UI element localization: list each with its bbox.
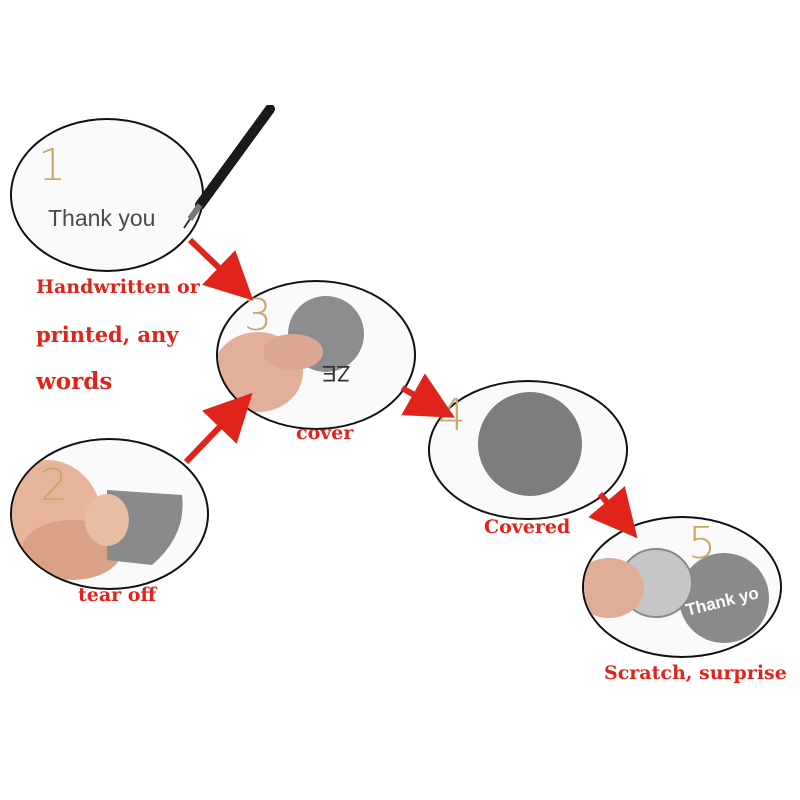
arrow-2-to-3 — [183, 392, 253, 465]
pen-icon — [183, 105, 275, 229]
step-5-number: 5 — [688, 518, 716, 569]
step-2-number: 2 — [40, 460, 68, 511]
step-2-circle — [10, 438, 209, 590]
step-1-thank-you-text: Thank you — [48, 205, 156, 231]
step-5-coin-and-scratch — [584, 548, 769, 643]
step-1-circle — [10, 118, 204, 272]
step-1-caption-line-2: printed, any — [36, 322, 179, 347]
step-1-caption-line-1: Handwritten or — [36, 276, 200, 298]
step-3-circle — [216, 280, 416, 430]
step-3-caption: cover — [296, 422, 354, 444]
step-2-caption: tear off — [78, 584, 157, 606]
step-1-number: 1 — [38, 140, 66, 191]
background-floor — [0, 680, 800, 800]
arrow-1-to-3 — [187, 237, 254, 301]
step-5-caption: Scratch, surprise — [604, 662, 787, 684]
arrow-3-to-4 — [400, 373, 455, 418]
arrow-4-to-5 — [588, 486, 638, 539]
step-4-caption: Covered — [484, 516, 571, 538]
step-2-hand-and-sticker — [12, 460, 183, 580]
step-4-covered-sticker — [478, 392, 582, 496]
step-1-caption-line-3: words — [36, 368, 113, 395]
step-3-hand-and-sticker — [218, 296, 364, 412]
step-5-circle — [582, 516, 782, 658]
